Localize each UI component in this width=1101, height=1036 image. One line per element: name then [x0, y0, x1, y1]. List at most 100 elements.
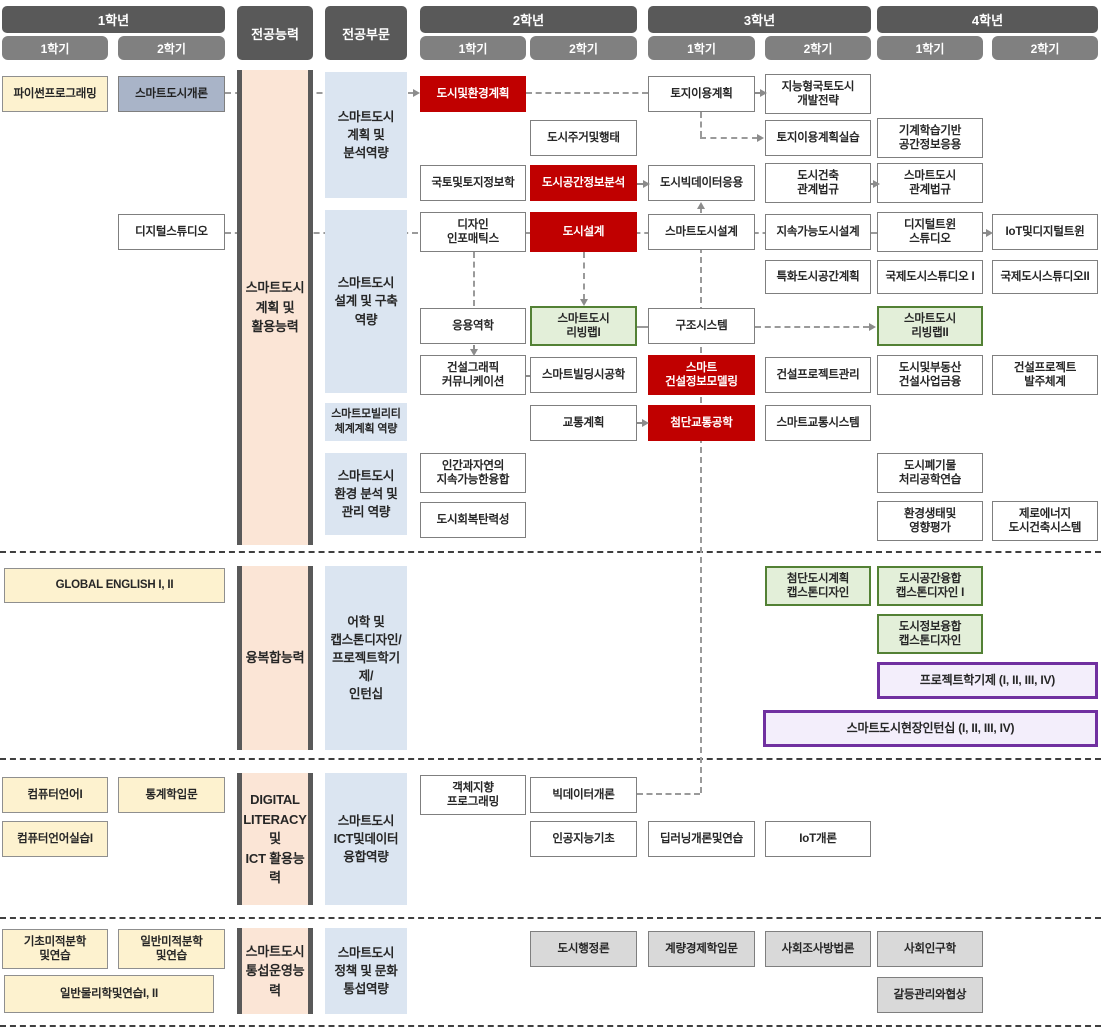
- connector-line: [700, 112, 702, 137]
- band-separator-3: [0, 917, 1101, 919]
- arrowhead: [642, 419, 649, 427]
- course-box: 스마트도시 관계법규: [877, 163, 983, 203]
- course-box: 구조시스템: [648, 308, 755, 344]
- competency-box: DIGITAL LITERACY 및 ICT 활용능력: [237, 773, 313, 905]
- section-column-header: 전공부문: [325, 6, 407, 60]
- course-box: 지속가능도시설계: [765, 214, 871, 250]
- band-separator-4: [0, 1025, 1101, 1027]
- semester-header-y4s2: 2학기: [992, 36, 1098, 60]
- course-box: 도시공간융합 캡스톤디자인 I: [877, 566, 983, 606]
- connector-line: [583, 252, 585, 300]
- arrowhead: [470, 349, 478, 356]
- course-box: 파이썬프로그래밍: [2, 76, 108, 112]
- course-box: 일반물리학및연습I, II: [4, 975, 214, 1013]
- course-box: 첨단도시계획 캡스톤디자인: [765, 566, 871, 606]
- course-box: 도시회복탄력성: [420, 502, 526, 538]
- connector-line: [871, 183, 874, 185]
- band-separator-1: [0, 551, 1101, 553]
- course-box: 딥러닝개론및연습: [648, 821, 755, 857]
- competency-box: 스마트도시 계획 및 활용능력: [237, 70, 313, 545]
- course-box: 응용역학: [420, 308, 526, 344]
- course-box: 도시및환경계획: [420, 76, 526, 112]
- course-box: IoT개론: [765, 821, 871, 857]
- course-box: 스마트도시현장인턴십 (I, II, III, IV): [763, 710, 1098, 747]
- course-box: 기계학습기반 공간정보응용: [877, 118, 983, 158]
- course-box: 사회조사방법론: [765, 931, 871, 967]
- competency-column-header: 전공능력: [237, 6, 313, 60]
- arrowhead: [869, 323, 876, 331]
- connector-line: [755, 326, 869, 328]
- course-box: 사회인구학: [877, 931, 983, 967]
- course-box: 기초미적분학 및연습: [2, 929, 108, 969]
- semester-header-y2s1: 1학기: [420, 36, 526, 60]
- course-box: 스마트교통시스템: [765, 405, 871, 441]
- connector-line: [473, 252, 475, 306]
- year-header-2: 2학년: [420, 6, 637, 33]
- section-box: 스마트도시 ICT및데이터 융합역량: [325, 773, 407, 905]
- competency-box: 스마트도시 통섭운영능력: [237, 928, 313, 1014]
- course-box: 도시빅데이터응용: [648, 165, 755, 201]
- course-box: 인공지능기초: [530, 821, 637, 857]
- course-box: 스마트빌딩시공학: [530, 357, 637, 393]
- arrowhead: [697, 202, 705, 209]
- connector-line: [637, 183, 644, 185]
- course-box: 국제도시스튜디오II: [992, 260, 1098, 294]
- course-box: 도시행정론: [530, 931, 637, 967]
- course-box: 컴퓨터언어I: [2, 777, 108, 813]
- connector-line: [637, 326, 648, 328]
- arrowhead: [760, 89, 767, 97]
- course-box: 도시건축 관계법규: [765, 163, 871, 203]
- section-box: 스마트도시 환경 분석 및 관리 역량: [325, 453, 407, 535]
- course-box: 도시설계: [530, 212, 637, 252]
- connector-line: [473, 345, 475, 350]
- connector-line: [526, 92, 648, 94]
- connector-line: [700, 207, 702, 793]
- connector-line: [637, 793, 700, 795]
- course-box: 스마트도시 리빙랩I: [530, 306, 637, 346]
- course-box: 제로에너지 도시건축시스템: [992, 501, 1098, 541]
- connector-line: [225, 232, 418, 234]
- course-box: 빅데이터개론: [530, 777, 637, 813]
- connector-line: [983, 232, 987, 234]
- course-box: 건설프로젝트관리: [765, 357, 871, 393]
- course-box: 도시공간정보분석: [530, 165, 637, 201]
- course-box: 디지털스튜디오: [118, 214, 225, 250]
- course-box: 건설그래픽 커뮤니케이션: [420, 355, 526, 395]
- semester-header-y2s2: 2학기: [530, 36, 637, 60]
- course-box: 도시및부동산 건설사업금융: [877, 355, 983, 395]
- arrowhead: [757, 134, 764, 142]
- section-box: 스마트도시 설계 및 구축 역량: [325, 210, 407, 393]
- year-header-1: 1학년: [2, 6, 225, 33]
- course-box: GLOBAL ENGLISH I, II: [4, 568, 225, 603]
- course-box: 컴퓨터언어실습I: [2, 821, 108, 857]
- course-box: 건설프로젝트 발주체계: [992, 355, 1098, 395]
- arrowhead: [413, 89, 420, 97]
- section-box: 스마트도시 정책 및 문화 통섭역량: [325, 928, 407, 1014]
- course-box: 계량경제학입문: [648, 931, 755, 967]
- course-box: 디자인 인포매틱스: [420, 212, 526, 252]
- semester-header-y3s2: 2학기: [765, 36, 871, 60]
- competency-box: 융복합능력: [237, 566, 313, 750]
- arrowhead: [986, 229, 993, 237]
- course-box: 통계학입문: [118, 777, 225, 813]
- course-box: 도시주거및행태: [530, 120, 637, 156]
- connector-line: [700, 137, 758, 139]
- section-box: 어학 및 캡스톤디자인/ 프로젝트학기제/ 인턴십: [325, 566, 407, 750]
- course-box: 토지이용계획: [648, 76, 755, 112]
- connector-line: [637, 422, 643, 424]
- connector-line: [526, 375, 531, 377]
- course-box: 갈등관리와협상: [877, 977, 983, 1013]
- year-header-4: 4학년: [877, 6, 1098, 33]
- semester-header-y1s1: 1학기: [2, 36, 108, 60]
- course-box: 국토및토지정보학: [420, 165, 526, 201]
- course-box: 토지이용계획실습: [765, 120, 871, 156]
- course-box: 스마트도시개론: [118, 76, 225, 112]
- course-box: 스마트도시설계: [648, 214, 755, 250]
- arrowhead: [873, 180, 880, 188]
- connector-line: [755, 92, 761, 94]
- course-box: 객체지향 프로그래밍: [420, 775, 526, 815]
- course-box: 인간과자연의 지속가능한융합: [420, 453, 526, 493]
- course-box: 스마트도시 리빙랩II: [877, 306, 983, 346]
- course-box: 프로젝트학기제 (I, II, III, IV): [877, 662, 1098, 699]
